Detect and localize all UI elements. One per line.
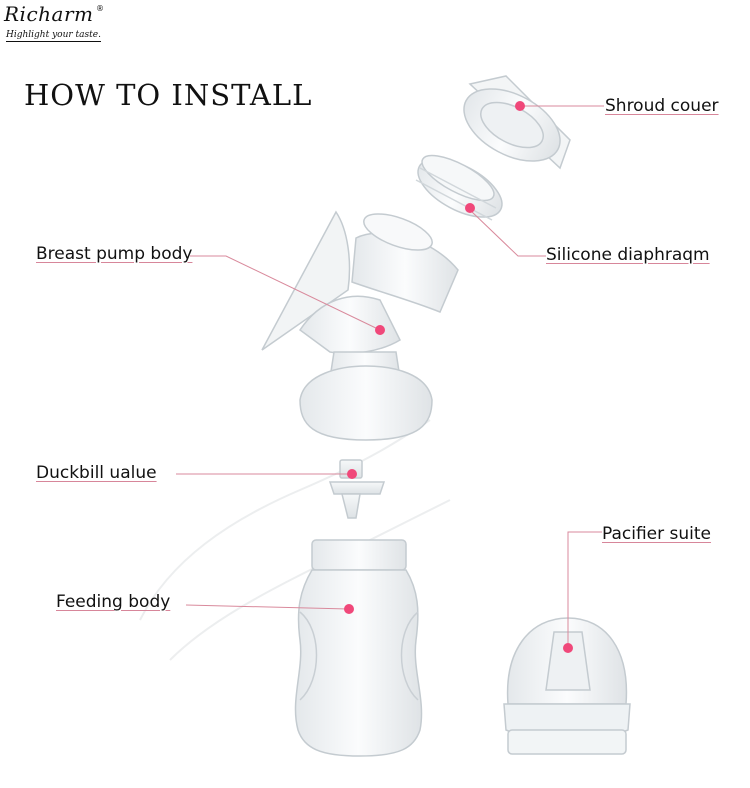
silicone-diaphragm-part [415, 154, 503, 221]
registered-mark: ® [96, 4, 104, 13]
pacifier-suite-part [503, 617, 631, 755]
label-pacifier-suite: Pacifier suite [602, 524, 712, 544]
leader-pacifier [567, 531, 602, 648]
label-silicone-diaphragm: Silicone diaphraqm [546, 245, 710, 265]
leader-lines [176, 105, 604, 648]
breast-pump-body-part [261, 210, 459, 441]
shroud-cover-part [463, 75, 571, 170]
brand-logo: Richarm ® Highlight your taste. [4, 2, 114, 46]
marker-diaphragm [465, 203, 475, 213]
leader-pump [190, 255, 381, 331]
page-title: HOW TO INSTALL [24, 78, 313, 112]
label-breast-pump-body: Breast pump body [36, 244, 193, 264]
marker-pump [375, 325, 385, 335]
leader-feeding [185, 604, 349, 610]
marker-duckbill [347, 469, 357, 479]
marker-pacifier [563, 643, 573, 653]
marker-feeding [344, 604, 354, 614]
label-duckbill-valve: Duckbill ualue [36, 463, 157, 483]
brand-tagline: Highlight your taste. [6, 30, 101, 42]
marker-shroud [515, 101, 525, 111]
brand-name: Richarm [4, 2, 94, 26]
markers [344, 101, 573, 653]
feeding-body-part [294, 539, 423, 757]
label-feeding-body: Feeding body [56, 592, 171, 612]
leader-diaphragm [469, 209, 546, 257]
label-shroud-cover: Shroud couer [605, 96, 719, 116]
duckbill-valve-part [328, 459, 386, 519]
